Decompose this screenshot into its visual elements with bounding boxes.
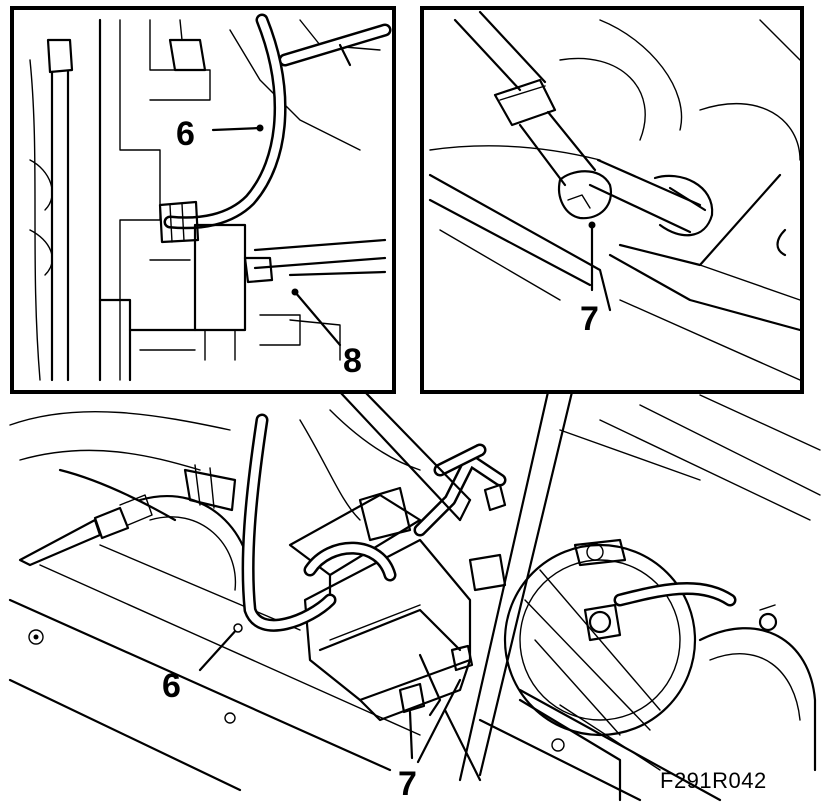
callout-inset-left-8: 8: [343, 342, 362, 380]
callout-inset-left-6: 6: [176, 115, 195, 153]
inset-left-frame: [10, 6, 396, 394]
callout-main-6: 6: [162, 667, 181, 705]
leader-inset-8: [293, 290, 342, 347]
inset-connector-lines: [338, 390, 574, 782]
figure-id: F291R042: [660, 768, 767, 793]
inset-right-detail: [428, 10, 802, 381]
engine-overview: [8, 394, 821, 802]
leader-inset-6: [211, 126, 262, 132]
inset-right-frame: [420, 6, 804, 394]
callout-main-7: 7: [398, 765, 417, 803]
inset-left-detail: [29, 13, 392, 382]
leader-main-7b: [416, 678, 462, 764]
leader-main-7a: [408, 710, 414, 760]
leader-main-6: [198, 626, 240, 672]
callout-inset-right-7: 7: [580, 300, 599, 338]
